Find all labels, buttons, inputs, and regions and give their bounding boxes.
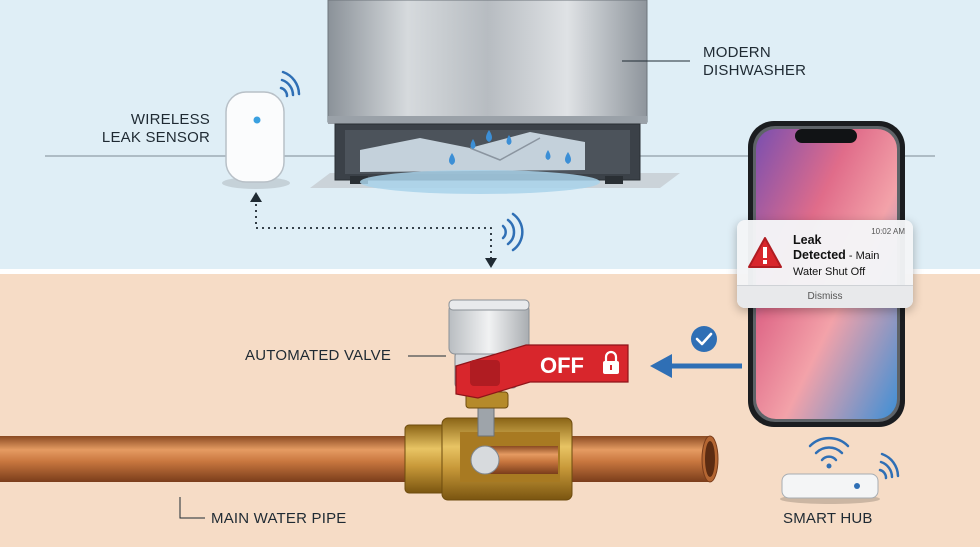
wifi-icon: [878, 452, 900, 480]
notification-title-rest: - Main Water Shut Off: [793, 250, 880, 278]
water-drop-icon: [545, 150, 551, 160]
sensor-label: WIRELESS LEAK SENSOR: [98, 111, 210, 147]
sensor-label-line1: WIRELESS: [130, 111, 210, 128]
notification-title: Leak Detected - Main Water Shut Off: [793, 233, 911, 280]
water-drop-icon: [449, 153, 455, 165]
floor-divider: [0, 269, 980, 274]
wifi-icon: [808, 436, 850, 469]
arrow-up-icon: [250, 192, 262, 202]
valve-handle: OFF: [455, 344, 629, 399]
smart-hub: [780, 473, 880, 504]
water-drop-icon: [486, 130, 492, 142]
alert-triangle-icon: [748, 237, 782, 268]
wifi-icon: [279, 70, 301, 98]
wireless-leak-sensor: [222, 91, 290, 189]
sensor-label-line2: LEAK SENSOR: [101, 129, 210, 146]
main-water-pipe: [0, 435, 719, 483]
valve-label: AUTOMATED VALVE: [245, 347, 392, 364]
pipe-label: MAIN WATER PIPE: [211, 510, 347, 527]
water-drop-icon: [506, 135, 512, 145]
lock-icon: [603, 350, 619, 374]
pipe-leader: [179, 497, 205, 519]
arrow-down-icon: [485, 258, 497, 268]
water-drop-icon: [565, 152, 571, 164]
dishwasher-label-line1: MODERN: [703, 44, 771, 61]
leak-notification[interactable]: 10:02 AM Leak Detected - Main Water Shut…: [737, 220, 913, 308]
wifi-icon: [501, 212, 524, 252]
notification-time: 10:02 AM: [871, 227, 905, 236]
handle-off-text: OFF: [540, 353, 584, 378]
dishwasher: [310, 0, 680, 194]
water-puddle: [360, 170, 600, 194]
dismiss-button[interactable]: Dismiss: [737, 285, 913, 308]
hub-label: SMART HUB: [783, 510, 873, 527]
water-drop-icon: [470, 139, 476, 149]
check-circle-icon: [691, 326, 717, 352]
notification-title-line2: Detected: [793, 248, 846, 262]
sensor-led: [253, 116, 261, 124]
dishwasher-label: MODERN DISHWASHER: [703, 44, 806, 80]
hub-led: [854, 483, 860, 489]
dishwasher-label-line2: DISHWASHER: [703, 62, 807, 79]
arrow-left-icon: [650, 354, 742, 378]
notification-title-line1: Leak: [793, 233, 822, 247]
water-drops: [449, 130, 571, 165]
